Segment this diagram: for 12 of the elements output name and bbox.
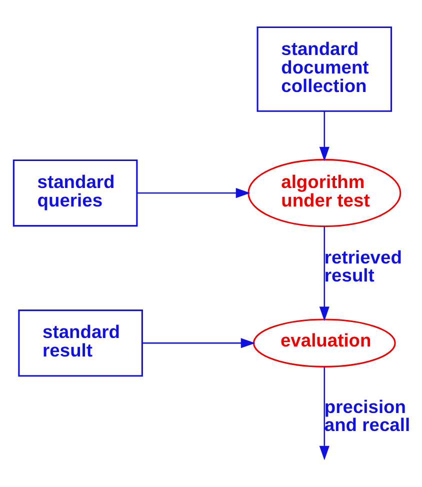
node-box: standard queries <box>12 159 138 227</box>
arrow <box>319 226 330 322</box>
edge-label: retrieved result <box>324 246 402 286</box>
node-box: standard document collection <box>256 26 392 112</box>
arrow <box>142 338 256 348</box>
node-box: standard result <box>18 310 143 377</box>
edge-label: precision and recall <box>324 396 410 436</box>
arrow <box>137 188 250 198</box>
arrow <box>319 366 330 460</box>
node-ellipse: algorithm under test <box>248 158 402 228</box>
arrow <box>319 111 330 162</box>
node-ellipse: evaluation <box>252 318 396 368</box>
